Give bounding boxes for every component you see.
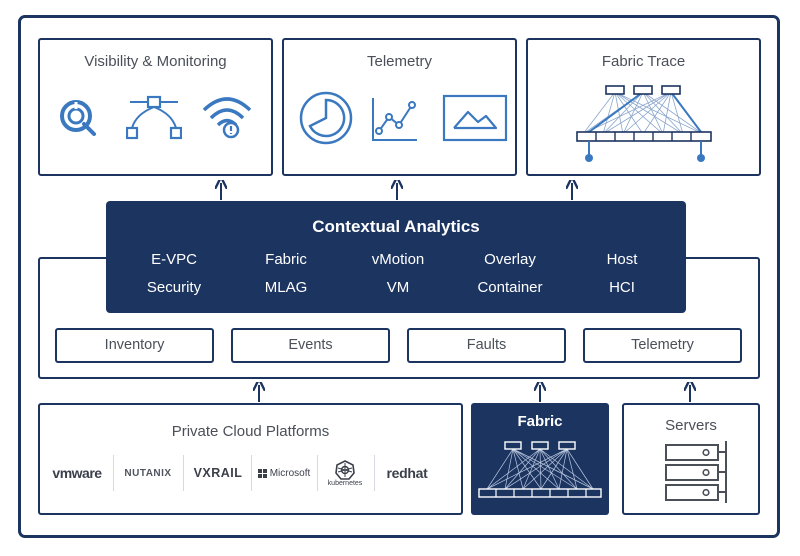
source-telemetry: Telemetry — [583, 328, 742, 363]
analytics-item: Host — [606, 251, 638, 268]
arrow-up-visibility — [214, 180, 228, 200]
logo-divider — [113, 455, 114, 491]
source-faults: Faults — [407, 328, 566, 363]
analytics-item: VM — [386, 279, 410, 296]
visibility-monitoring-panel: Visibility & Monitoring — [38, 38, 273, 176]
logo-divider — [317, 455, 318, 491]
windows-icon — [257, 468, 267, 478]
contextual-analytics-box: Contextual Analytics E-VPC Fabric vMotio… — [106, 201, 686, 313]
kubernetes-icon — [335, 459, 355, 480]
donut-chart-icon — [60, 100, 96, 136]
leaf-spine-icon — [478, 441, 602, 498]
analytics-item: vMotion — [371, 251, 425, 268]
source-inventory: Inventory — [55, 328, 214, 363]
arrow-up-servers — [683, 382, 697, 402]
kubernetes-logo-text: kubernetes — [327, 479, 363, 487]
logo-divider — [374, 455, 375, 491]
arrow-up-telemetry — [390, 180, 404, 200]
network-trace-icon — [576, 85, 712, 162]
logo-divider — [183, 455, 184, 491]
fabric-title: Fabric — [517, 413, 563, 430]
fabric-panel: Fabric — [471, 403, 609, 515]
pie-chart-icon — [299, 91, 353, 145]
vector-path-icon — [126, 95, 182, 140]
telemetry-panel: Telemetry — [282, 38, 517, 176]
redhat-logo: redhat — [386, 465, 428, 481]
fabric-trace-title: Fabric Trace — [601, 53, 686, 70]
source-events: Events — [231, 328, 390, 363]
nutanix-logo: NUTANIX — [124, 467, 172, 479]
servers-title: Servers — [665, 417, 717, 434]
image-mountain-icon — [442, 94, 508, 142]
arrow-up-fabric — [533, 382, 547, 402]
analytics-item: E-VPC — [151, 251, 197, 268]
fabric-trace-panel: Fabric Trace — [526, 38, 761, 176]
arrow-up-fabric-trace — [565, 180, 579, 200]
analytics-item: HCI — [609, 279, 635, 296]
logo-divider — [251, 455, 252, 491]
private-cloud-platforms-panel: Private Cloud Platforms — [38, 403, 463, 515]
line-chart-icon — [372, 98, 417, 141]
wifi-alert-icon — [202, 97, 252, 139]
private-cloud-platforms-title: Private Cloud Platforms — [171, 423, 330, 440]
outer-frame — [18, 15, 780, 538]
microsoft-logo: Microsoft — [254, 455, 314, 491]
analytics-item: Fabric — [265, 251, 307, 268]
vmware-logo: vmware — [52, 465, 102, 481]
kubernetes-logo: kubernetes — [318, 455, 372, 491]
server-rack-icon — [665, 441, 727, 503]
visibility-monitoring-title: Visibility & Monitoring — [84, 53, 227, 70]
vxrail-logo: VXRAIL — [193, 466, 243, 480]
arrow-up-platforms — [252, 382, 266, 402]
analytics-item: Container — [477, 279, 543, 296]
analytics-item: Security — [146, 279, 202, 296]
microsoft-logo-text: Microsoft — [269, 467, 311, 479]
telemetry-title: Telemetry — [366, 53, 433, 70]
contextual-analytics-title: Contextual Analytics — [312, 217, 480, 236]
analytics-item: Overlay — [484, 251, 536, 268]
servers-panel: Servers — [622, 403, 760, 515]
analytics-item: MLAG — [264, 279, 308, 296]
